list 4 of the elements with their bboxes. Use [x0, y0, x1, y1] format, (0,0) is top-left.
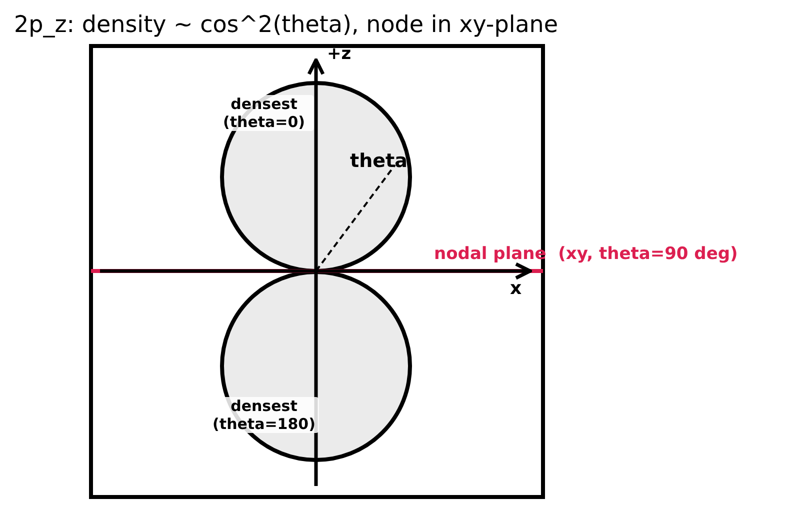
axis-label: +z [327, 44, 352, 64]
diagram-title: 2p_z: density ~ cos^2(theta), node in xy-plane [14, 12, 558, 40]
angle-label: theta [350, 150, 408, 173]
axis-label: x [510, 278, 522, 300]
